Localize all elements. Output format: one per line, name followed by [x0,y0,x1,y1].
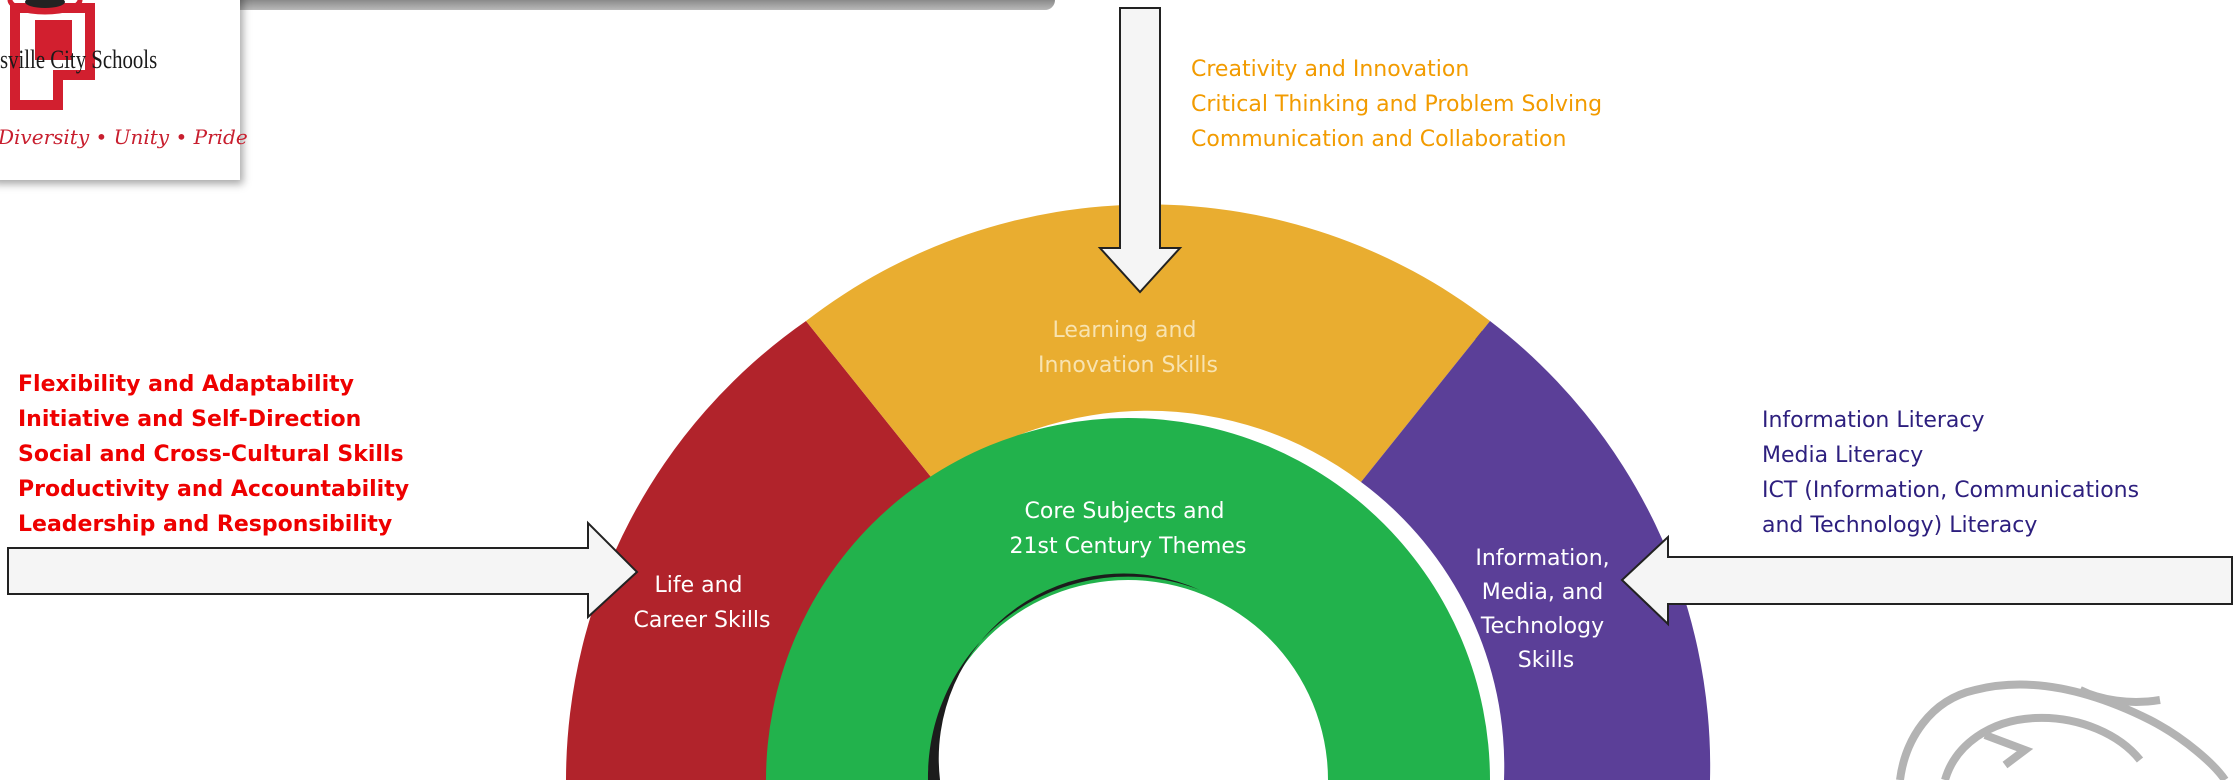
list-item: ICT (Information, Communications [1762,478,2140,503]
learning-skills-list: Creativity and Innovation Critical Think… [1191,52,1602,157]
logo-emblem-icon [7,0,95,110]
core-segment-label: Core Subjects and 21st Century Themes [1010,499,1247,559]
list-item: Communication and Collaboration [1191,127,1567,152]
learning-innovation-skills-segment [806,204,1490,482]
logo-school-name: sville City Schools [0,45,158,74]
list-item: and Technology) Literacy [1762,513,2038,538]
list-item: Flexibility and Adaptability [18,372,354,397]
list-item: Leadership and Responsibility [18,512,393,537]
school-logo: sville City Schools Diversity • Unity • … [0,0,248,180]
mascot-icon [1896,680,2229,780]
down-arrow-icon [1097,7,1183,294]
top-decorative-bar [220,0,1055,10]
learning-segment-label: Learning and Innovation Skills [1038,318,1218,378]
core-subjects-segment [766,417,1490,780]
information-media-technology-segment [1361,321,1711,780]
life-segment-label: Life and Career Skills [633,573,770,633]
list-item: Media Literacy [1762,443,1924,468]
list-item: Social and Cross-Cultural Skills [18,442,404,467]
left-arrow-icon [1620,534,2233,627]
inner-shadow [927,573,1200,780]
information-segment-label: Information, Media, and Technology Skill… [1475,546,1616,673]
information-skills-list: Information Literacy Media Literacy ICT … [1762,403,2139,543]
right-arrow-icon [7,520,639,620]
list-item: Critical Thinking and Problem Solving [1191,92,1603,117]
list-item: Information Literacy [1762,408,1985,433]
life-skills-list: Flexibility and Adaptability Initiative … [18,367,409,542]
logo-motto: Diversity • Unity • Pride [0,125,248,149]
list-item: Productivity and Accountability [18,477,410,502]
list-item: Creativity and Innovation [1191,57,1470,82]
list-item: Initiative and Self-Direction [18,407,362,432]
life-career-skills-segment [566,321,935,780]
